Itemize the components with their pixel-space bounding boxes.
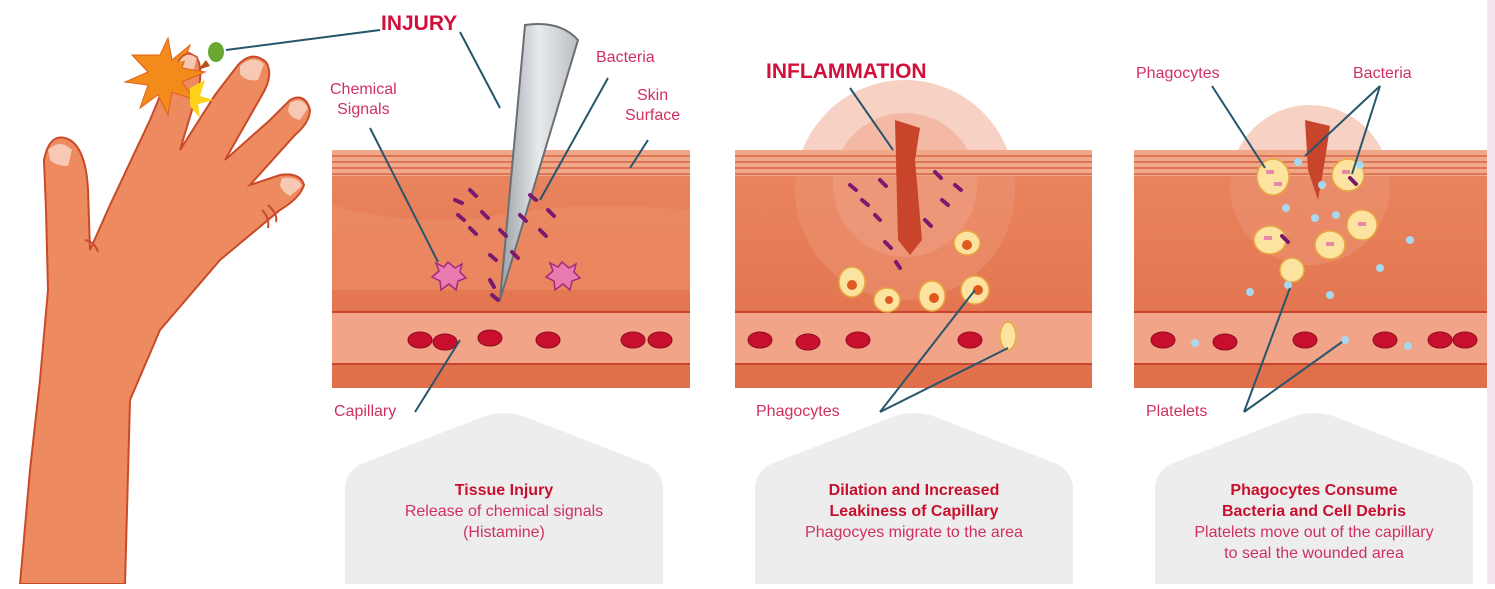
stage-1-title: Tissue Injury bbox=[345, 480, 663, 501]
injury-label: INJURY bbox=[381, 12, 457, 36]
stage-3-description: Platelets move out of the capillary to s… bbox=[1155, 522, 1473, 564]
stage-3-title: Phagocytes Consume Bacteria and Cell Deb… bbox=[1155, 480, 1473, 522]
bacteria-label-3: Bacteria bbox=[1353, 64, 1412, 84]
stage-1-description: Release of chemical signals (Histamine) bbox=[345, 501, 663, 543]
chemical-signals-label: Chemical Signals bbox=[330, 80, 397, 120]
tissue-panel-1 bbox=[332, 24, 690, 388]
bacteria-label-1: Bacteria bbox=[596, 48, 655, 68]
tissue-panel-2 bbox=[735, 80, 1092, 388]
skin-surface-label: Skin Surface bbox=[625, 86, 680, 126]
stage-card-2: Dilation and Increased Leakiness of Capi… bbox=[755, 412, 1073, 584]
hand-illustration bbox=[20, 30, 380, 584]
page-edge-strip bbox=[1487, 0, 1495, 584]
stage-2-description: Phagocyes migrate to the area bbox=[755, 522, 1073, 543]
tissue-panel-3 bbox=[1134, 105, 1490, 388]
stage-card-3: Phagocytes Consume Bacteria and Cell Deb… bbox=[1155, 412, 1473, 584]
phagocytes-label-3: Phagocytes bbox=[1136, 64, 1220, 84]
inflammation-label: INFLAMMATION bbox=[766, 60, 927, 84]
stage-card-1: Tissue Injury Release of chemical signal… bbox=[345, 412, 663, 584]
stage-2-title: Dilation and Increased Leakiness of Capi… bbox=[755, 480, 1073, 522]
